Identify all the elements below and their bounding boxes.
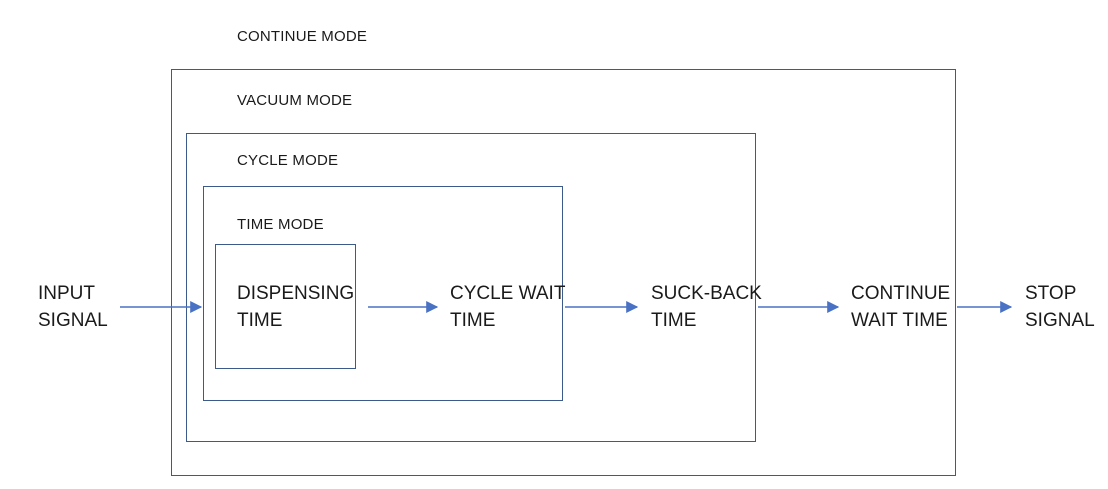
continue-wait-time-node: CONTINUE WAIT TIME: [851, 283, 951, 331]
continue-mode-box: [171, 69, 956, 476]
cycle-wait-time-node: CYCLE WAIT TIME: [450, 283, 566, 331]
vacuum-mode-label: VACUUM MODE: [237, 92, 353, 109]
cycle-mode-label: CYCLE MODE: [237, 152, 339, 169]
stop-signal-node: STOP SIGNAL: [1025, 283, 1095, 331]
dispensing-time-box: [215, 244, 356, 369]
cycle-mode-box: [203, 186, 563, 401]
vacuum-mode-box: [186, 133, 756, 442]
input-signal-node: INPUT SIGNAL: [38, 283, 108, 331]
continue-mode-label: CONTINUE MODE: [237, 28, 368, 45]
dispensing-time-node: DISPENSING TIME: [237, 283, 355, 331]
time-mode-label: TIME MODE: [237, 216, 324, 233]
suck-back-time-node: SUCK-BACK TIME: [651, 283, 762, 331]
